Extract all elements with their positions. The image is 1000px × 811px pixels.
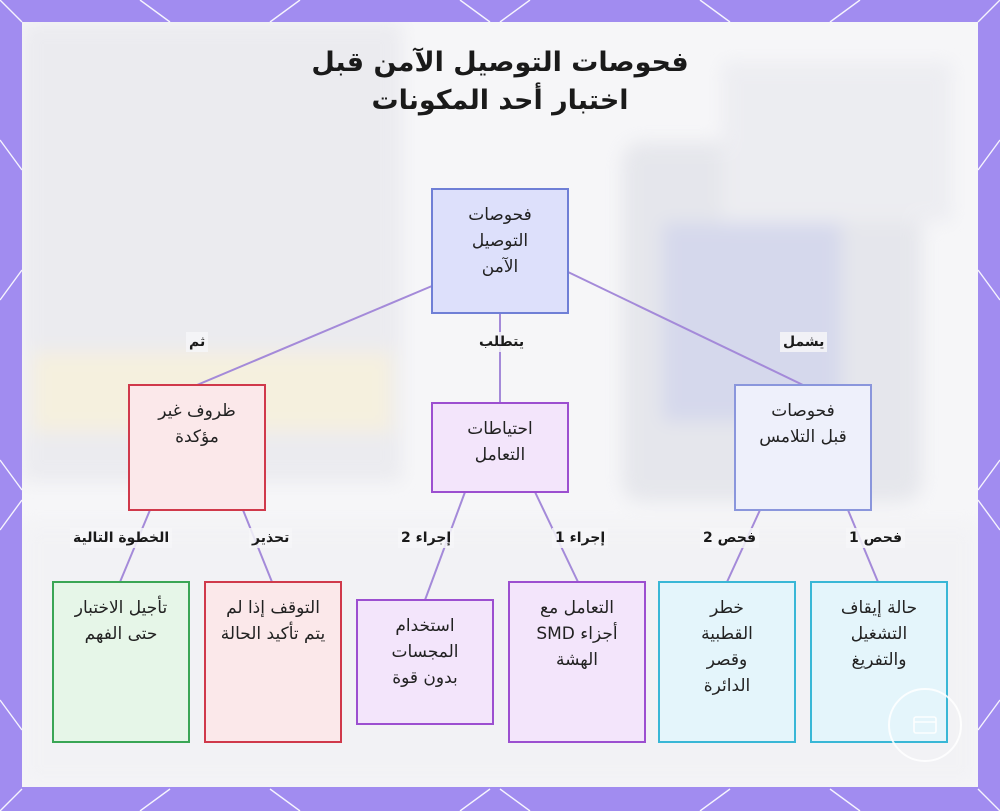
node-stop-if-unconfirmed: التوقف إذا لم يتم تأكيد الحالة [204,581,342,743]
node-probes-without-force: استخدام المجسات بدون قوة [356,599,494,725]
node-label: التوقف إذا لم يتم تأكيد الحالة [220,598,326,644]
node-safe-connection-checks: فحوصات التوصيل الآمن [431,188,569,314]
node-label: فحوصات التوصيل الآمن [468,205,532,277]
edge-label-next-step: الخطوة التالية [70,528,173,548]
edge-label-includes: يشمل [780,332,828,352]
title-line-2: اختبار أحد المكونات [371,85,629,116]
edge-label-action-2: إجراء 2 [398,528,455,548]
edge-label-check-1: فحص 1 [846,528,905,548]
node-fragile-smd-parts: التعامل مع أجزاء SMD الهشة [508,581,646,743]
node-postpone-test: تأجيل الاختبار حتى الفهم [52,581,190,743]
edge-label-check-2: فحص 2 [700,528,759,548]
watermark-badge-icon [888,688,962,762]
edge-label-then: ثم [186,332,209,352]
edge-label-warning: تحذير [249,528,293,548]
node-polarity-short-circuit: خطر القطبية وقصر الدائرة [658,581,796,743]
node-label: حالة إيقاف التشغيل والتفريغ [840,598,918,670]
edge-label-requires: يتطلب [476,332,528,352]
diagram-title: فحوصات التوصيل الآمن قبل اختبار أحد المك… [0,44,1000,120]
node-handling-precautions: احتياطات التعامل [431,402,569,493]
node-label: فحوصات قبل التلامس [759,401,847,447]
node-label: ظروف غير مؤكدة [158,401,236,447]
edge-root-precontact [567,271,804,386]
node-label: التعامل مع أجزاء SMD الهشة [536,598,618,670]
node-label: خطر القطبية وقصر الدائرة [701,598,753,696]
node-label: استخدام المجسات بدون قوة [391,616,459,688]
node-label: تأجيل الاختبار حتى الفهم [74,598,168,644]
edge-root-uncertain [196,285,433,386]
node-pre-contact-checks: فحوصات قبل التلامس [734,384,872,511]
node-label: احتياطات التعامل [467,419,533,465]
title-line-1: فحوصات التوصيل الآمن قبل [311,47,689,78]
edge-label-action-1: إجراء 1 [552,528,609,548]
node-uncertain-conditions: ظروف غير مؤكدة [128,384,266,511]
